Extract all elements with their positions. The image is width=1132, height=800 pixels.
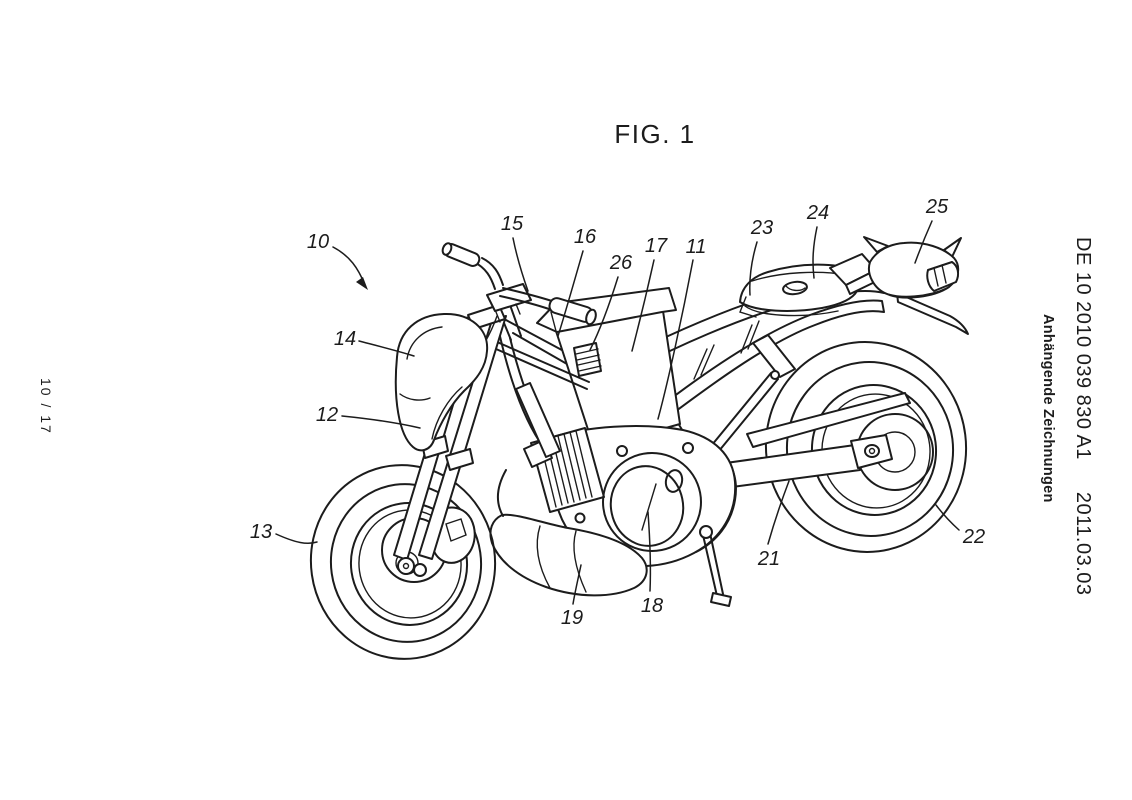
leader-line-25 — [914, 220, 933, 264]
margin-note: Anhängende Zeichnungen — [1040, 314, 1056, 503]
reference-numeral-24: 24 — [806, 202, 829, 224]
crankcase — [550, 425, 737, 568]
subframe-lower-rail — [655, 299, 885, 421]
leader-line-13 — [275, 533, 318, 545]
reference-numeral-18: 18 — [641, 595, 663, 617]
page-number: 10 / 17 — [38, 378, 54, 435]
reference-numeral-22: 22 — [962, 526, 985, 548]
reference-numeral-11: 11 — [686, 236, 707, 258]
leader-line-21 — [767, 480, 790, 545]
reference-numeral-17: 17 — [645, 235, 668, 257]
clutch-cover — [602, 452, 702, 552]
rear-axle-block — [850, 434, 893, 469]
kickstand — [699, 525, 732, 607]
callouts: 10 14 12 13 15 16 26 17 11 23 24 25 19 18 21 22 — [250, 196, 985, 629]
reference-numeral-12: 12 — [316, 404, 338, 426]
leader-line-18 — [647, 511, 652, 592]
publication-header: DE 10 2010 039 830 A1 2011.03.03 — [1071, 237, 1094, 596]
leader-line-12 — [341, 415, 421, 429]
publication-number: DE 10 2010 039 830 A1 — [1072, 237, 1094, 460]
tail-mudguard — [896, 292, 969, 335]
reference-numeral-23: 23 — [750, 217, 773, 239]
leader-line-22 — [935, 504, 960, 531]
leader-line-24 — [812, 226, 818, 279]
reference-numeral-10: 10 — [307, 231, 329, 253]
publication-date: 2011.03.03 — [1072, 491, 1094, 596]
handlebar — [441, 242, 597, 367]
tail-cowl — [863, 236, 962, 299]
leader-line-14 — [358, 340, 415, 357]
shock-rod — [706, 372, 779, 458]
leader-line-17 — [631, 259, 655, 352]
arrowhead-10 — [356, 277, 368, 290]
leader-line-11 — [657, 259, 694, 420]
reference-numeral-19: 19 — [561, 607, 583, 629]
reference-numeral-15: 15 — [501, 213, 524, 235]
reference-numeral-16: 16 — [574, 226, 597, 248]
reference-numeral-21: 21 — [757, 548, 780, 570]
leader-line-26 — [589, 276, 619, 351]
reference-numeral-26: 26 — [609, 252, 633, 274]
shock-mount — [752, 334, 796, 378]
leader-line-19 — [572, 564, 582, 605]
leader-line-23 — [749, 241, 758, 296]
reference-numeral-25: 25 — [925, 196, 949, 218]
engine — [489, 382, 737, 597]
muffler — [489, 513, 648, 597]
reference-numeral-14: 14 — [334, 328, 356, 350]
leader-line-16 — [557, 250, 584, 337]
figure-label: FIG. 1 — [614, 119, 696, 149]
leader-line-15 — [512, 237, 529, 292]
headlight-cowl — [394, 312, 489, 452]
reference-numeral-13: 13 — [250, 521, 272, 543]
filler-cap — [782, 280, 808, 296]
